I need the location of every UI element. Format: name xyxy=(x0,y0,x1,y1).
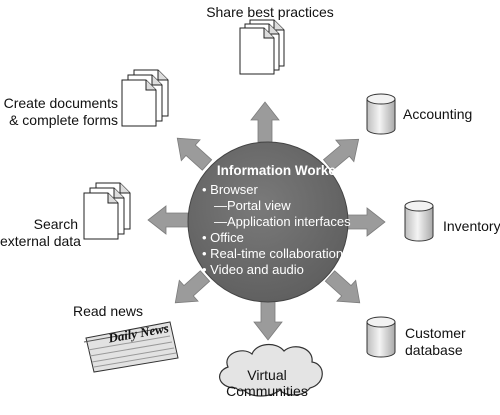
arrow-share xyxy=(250,101,280,143)
cloud-icon xyxy=(219,344,323,397)
arrow-search xyxy=(147,205,189,235)
hub-item-office: • Office xyxy=(202,230,244,245)
database-icon xyxy=(366,316,396,358)
document-stack-icon xyxy=(121,69,169,127)
hub-item-video-audio: • Video and audio xyxy=(202,262,304,277)
label-virtual-line2: Communities xyxy=(226,383,308,399)
hub-circle xyxy=(187,141,349,303)
label-create-documents-line2: & complete forms xyxy=(9,112,118,128)
label-accounting: Accounting xyxy=(403,106,473,122)
newspaper-icon: Daily News xyxy=(83,320,179,373)
label-customer-database: Customer database xyxy=(405,325,466,359)
label-search-external-data: Search external data xyxy=(0,216,81,250)
database-icon xyxy=(404,200,434,242)
arrow-virtual-communities xyxy=(253,299,283,341)
hub-title: Information Worker xyxy=(216,163,342,178)
document-stack-icon xyxy=(239,19,285,75)
hub-item-browser: • Browser xyxy=(202,182,258,197)
label-customer-line2: database xyxy=(405,342,463,358)
label-search-line1: Search xyxy=(33,216,78,232)
hub-item-realtime-collaboration: • Real-time collaboration xyxy=(202,246,344,261)
label-create-documents-line1: Create documents xyxy=(3,95,118,111)
document-stack-icon xyxy=(83,182,131,240)
hub-item-portal-view: —Portal view xyxy=(214,198,291,213)
hub-text-block: Information Worker • Browser —Portal vie… xyxy=(198,163,358,278)
label-customer-line1: Customer xyxy=(405,325,466,341)
database-icon xyxy=(366,93,396,135)
label-inventory: Inventory xyxy=(443,218,500,234)
label-share-best-practices: Share best practices xyxy=(206,4,334,20)
label-virtual-line1: Virtual xyxy=(247,367,287,383)
label-read-news: Read news xyxy=(72,303,144,319)
label-create-documents: Create documents & complete forms xyxy=(2,95,118,129)
hub-item-application-interfaces: —Application interfaces xyxy=(214,214,351,229)
label-search-line2: external data xyxy=(0,233,81,249)
label-virtual-communities: Virtual Communities xyxy=(222,367,312,399)
